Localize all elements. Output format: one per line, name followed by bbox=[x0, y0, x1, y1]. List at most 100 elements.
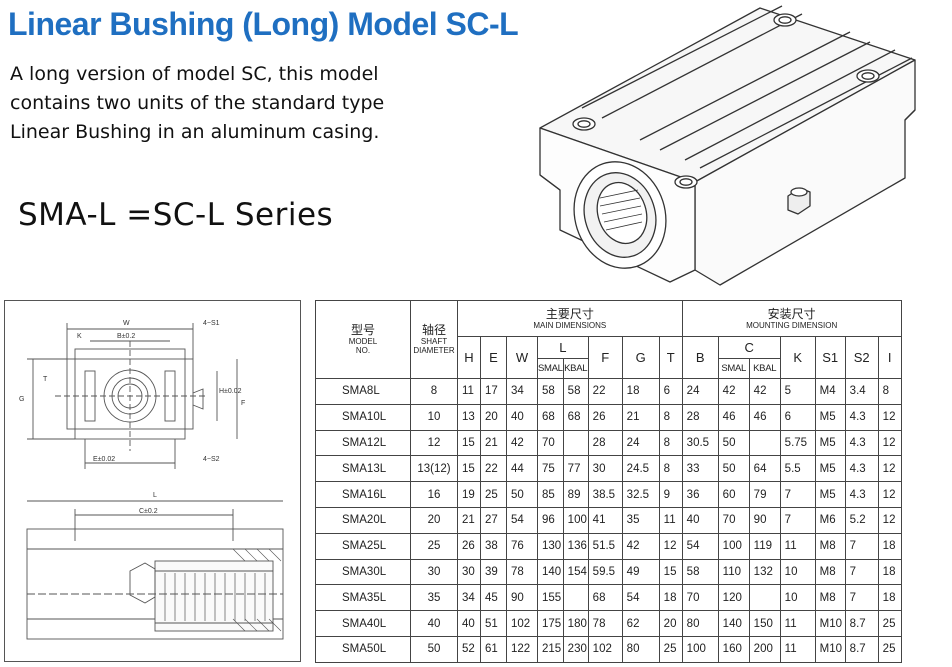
table-cell: 68 bbox=[537, 403, 564, 431]
dim-label-t: T bbox=[43, 376, 48, 383]
dim-label-g: G bbox=[19, 396, 24, 403]
table-cell: 155 bbox=[537, 584, 564, 612]
table-cell: 60 bbox=[717, 481, 750, 508]
table-cell: 78 bbox=[587, 610, 623, 637]
header-col: T bbox=[658, 336, 683, 379]
table-cell: 40 bbox=[506, 403, 538, 431]
table-cell: 42 bbox=[717, 378, 750, 405]
table-cell: 3.4 bbox=[844, 378, 879, 405]
table-cell: 22 bbox=[480, 455, 507, 483]
table-cell: 11 bbox=[779, 532, 816, 560]
table-cell: 49 bbox=[621, 558, 660, 586]
table-cell: 154 bbox=[562, 558, 589, 586]
table-cell: 17 bbox=[480, 378, 507, 405]
table-cell: 20 bbox=[480, 403, 507, 431]
table-cell: 200 bbox=[748, 635, 781, 663]
table-cell: 40 bbox=[410, 610, 458, 637]
table-cell: 100 bbox=[562, 506, 589, 534]
header-col: I bbox=[877, 336, 902, 379]
table-cell: 4.3 bbox=[844, 455, 879, 483]
table-cell: 5.75 bbox=[779, 429, 816, 457]
table-cell: 119 bbox=[748, 532, 781, 560]
table-cell: 24.5 bbox=[621, 455, 660, 483]
table-cell: 58 bbox=[681, 558, 719, 586]
table-cell: 4.3 bbox=[844, 429, 879, 457]
model-cell: SMA20L bbox=[315, 506, 411, 534]
header-col: S2 bbox=[844, 336, 879, 379]
header-col: C bbox=[717, 336, 781, 359]
table-cell: 40 bbox=[457, 610, 481, 637]
table-cell: 160 bbox=[717, 635, 750, 663]
table-cell: 54 bbox=[681, 532, 719, 560]
table-cell: 50 bbox=[717, 429, 750, 457]
table-cell: 34 bbox=[457, 584, 481, 612]
table-cell: 79 bbox=[748, 481, 781, 508]
table-cell: 25 bbox=[410, 532, 458, 560]
series-label: SMA-L =SC-L Series bbox=[18, 197, 334, 233]
table-cell: 45 bbox=[480, 584, 507, 612]
table-cell: 9 bbox=[658, 481, 683, 508]
table-cell: 12 bbox=[877, 506, 902, 534]
table-cell: 4.3 bbox=[844, 403, 879, 431]
model-cell: SMA50L bbox=[315, 635, 411, 663]
table-cell: 25 bbox=[480, 481, 507, 508]
table-cell: 35 bbox=[621, 506, 660, 534]
table-cell: 61 bbox=[480, 635, 507, 663]
table-cell: M8 bbox=[814, 584, 846, 612]
table-cell: 38 bbox=[480, 532, 507, 560]
table-cell: 21 bbox=[480, 429, 507, 457]
table-cell: 18 bbox=[658, 584, 683, 612]
table-cell: 12 bbox=[877, 429, 902, 457]
table-cell: 16 bbox=[410, 481, 458, 508]
table-cell: 230 bbox=[562, 635, 589, 663]
table-cell: 100 bbox=[717, 532, 750, 560]
table-cell: 90 bbox=[506, 584, 538, 612]
table-cell: 140 bbox=[717, 610, 750, 637]
table-cell: 33 bbox=[681, 455, 719, 483]
table-cell: M6 bbox=[814, 506, 846, 534]
header-col: L bbox=[537, 336, 589, 359]
table-cell: 51.5 bbox=[587, 532, 623, 560]
table-cell: 13 bbox=[457, 403, 481, 431]
table-cell: 77 bbox=[562, 455, 589, 483]
table-cell: M5 bbox=[814, 481, 846, 508]
table-cell: M8 bbox=[814, 532, 846, 560]
table-cell: 96 bbox=[537, 506, 564, 534]
header-sub-kbal: KBAL bbox=[748, 358, 781, 379]
table-cell: 7 bbox=[844, 532, 879, 560]
table-cell: 22 bbox=[587, 378, 623, 405]
header-col: W bbox=[506, 336, 538, 379]
header-col: F bbox=[587, 336, 623, 379]
table-cell: 132 bbox=[748, 558, 781, 586]
dim-label-s2: 4−S2 bbox=[203, 456, 220, 463]
header-sub-kbal: KBAL bbox=[562, 358, 589, 379]
table-cell: 102 bbox=[506, 610, 538, 637]
table-cell: 76 bbox=[506, 532, 538, 560]
header-col: H bbox=[457, 336, 481, 379]
model-cell: SMA30L bbox=[315, 558, 411, 586]
header-sub-smal: SMAL bbox=[537, 358, 564, 379]
table-cell: 24 bbox=[681, 378, 719, 405]
table-cell: M5 bbox=[814, 455, 846, 483]
table-cell bbox=[562, 429, 589, 457]
table-cell: 80 bbox=[621, 635, 660, 663]
header-shaft-diameter: 轴径 SHAFT DIAMETER bbox=[410, 300, 458, 379]
model-cell: SMA13L bbox=[315, 455, 411, 483]
table-cell: 100 bbox=[681, 635, 719, 663]
table-cell: 28 bbox=[587, 429, 623, 457]
table-cell: 64 bbox=[748, 455, 781, 483]
table-cell: 36 bbox=[681, 481, 719, 508]
technical-drawing: W B±0.2 K 4−S1 T H±0.02 F G E±0.02 4−S2 … bbox=[4, 300, 301, 662]
header-col: S1 bbox=[814, 336, 846, 379]
table-cell: 42 bbox=[748, 378, 781, 405]
table-cell: 11 bbox=[457, 378, 481, 405]
table-cell: 13(12) bbox=[410, 455, 458, 483]
table-cell: 46 bbox=[717, 403, 750, 431]
table-cell: 26 bbox=[457, 532, 481, 560]
